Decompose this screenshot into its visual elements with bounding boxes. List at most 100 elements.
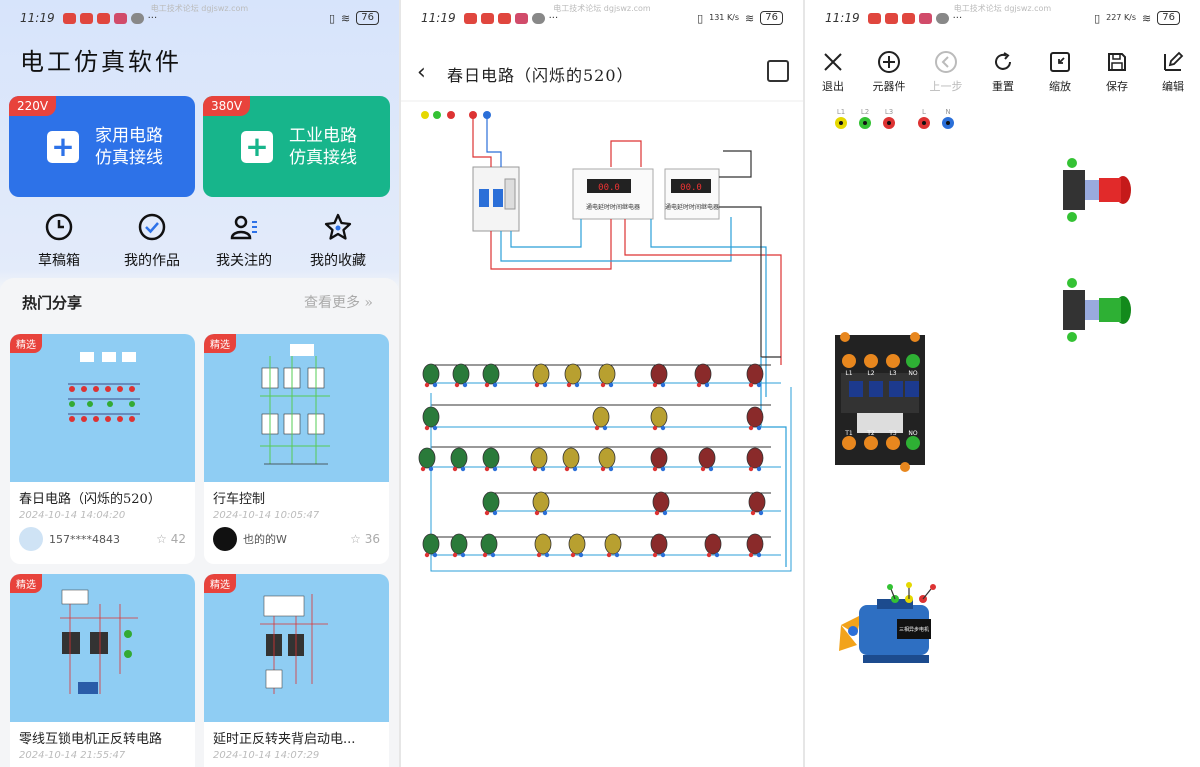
- led-lamp[interactable]: [650, 406, 668, 428]
- led-lamp[interactable]: [532, 491, 550, 513]
- components-button[interactable]: 元器件: [861, 50, 917, 94]
- industrial-circuit-button[interactable]: 380V + 工业电路 仿真接线: [203, 96, 390, 197]
- led-lamp[interactable]: [534, 533, 552, 555]
- led-terminal[interactable]: [566, 382, 572, 388]
- following-button[interactable]: 我关注的: [204, 212, 284, 270]
- led-lamp[interactable]: [422, 533, 440, 555]
- led-terminal[interactable]: [462, 382, 468, 388]
- led-terminal[interactable]: [700, 466, 706, 472]
- led-terminal[interactable]: [492, 510, 498, 516]
- led-terminal[interactable]: [748, 466, 754, 472]
- led-terminal[interactable]: [602, 425, 608, 431]
- led-terminal[interactable]: [534, 382, 540, 388]
- led-lamp[interactable]: [568, 533, 586, 555]
- led-lamp[interactable]: [652, 491, 670, 513]
- led-terminal[interactable]: [756, 466, 762, 472]
- led-terminal[interactable]: [704, 382, 710, 388]
- terminal[interactable]: [421, 111, 429, 119]
- led-terminal[interactable]: [600, 382, 606, 388]
- led-lamp[interactable]: [450, 533, 468, 555]
- reset-button[interactable]: 重置: [975, 50, 1031, 94]
- led-terminal[interactable]: [748, 425, 754, 431]
- led-array[interactable]: [418, 363, 792, 572]
- led-terminal[interactable]: [424, 552, 430, 558]
- led-terminal[interactable]: [758, 510, 764, 516]
- led-terminal[interactable]: [652, 552, 658, 558]
- share-card[interactable]: 精选 行车控制 2024-10-14 10:05:47 也的的W ☆ 36: [204, 334, 389, 564]
- contactor[interactable]: L1 L2 L3 NO T1 T2 T3 NO: [835, 332, 925, 472]
- led-lamp[interactable]: [746, 533, 764, 555]
- my-works-button[interactable]: 我的作品: [112, 212, 192, 270]
- led-lamp[interactable]: [422, 363, 440, 385]
- led-lamp[interactable]: [452, 363, 470, 385]
- led-terminal[interactable]: [484, 466, 490, 472]
- led-terminal[interactable]: [652, 466, 658, 472]
- led-terminal[interactable]: [660, 382, 666, 388]
- led-terminal[interactable]: [594, 425, 600, 431]
- led-terminal[interactable]: [572, 466, 578, 472]
- favorites-button[interactable]: 我的收藏: [298, 212, 378, 270]
- led-lamp[interactable]: [562, 447, 580, 469]
- led-terminal[interactable]: [544, 552, 550, 558]
- drafts-button[interactable]: 草稿箱: [19, 212, 99, 270]
- circuit-canvas[interactable]: 00.0 通电延时时间继电器 00.0 通电延时时间继电器: [401, 97, 803, 767]
- share-card[interactable]: 精选 延时正反转夹背启动电... 2024-10-14 14:07:29: [204, 574, 389, 767]
- led-lamp[interactable]: [564, 363, 582, 385]
- led-lamp[interactable]: [422, 406, 440, 428]
- led-terminal[interactable]: [454, 382, 460, 388]
- led-terminal[interactable]: [750, 510, 756, 516]
- led-terminal[interactable]: [614, 552, 620, 558]
- led-lamp[interactable]: [480, 533, 498, 555]
- led-lamp[interactable]: [450, 447, 468, 469]
- led-terminal[interactable]: [608, 382, 614, 388]
- edit-button[interactable]: 编辑: [1145, 50, 1200, 94]
- led-terminal[interactable]: [652, 425, 658, 431]
- home-circuit-button[interactable]: 220V + 家用电路 仿真接线: [9, 96, 195, 197]
- led-terminal[interactable]: [432, 425, 438, 431]
- push-button-red[interactable]: [1063, 158, 1131, 222]
- led-terminal[interactable]: [484, 382, 490, 388]
- led-terminal[interactable]: [708, 466, 714, 472]
- led-terminal[interactable]: [748, 382, 754, 388]
- terminal[interactable]: [433, 111, 441, 119]
- led-terminal[interactable]: [452, 466, 458, 472]
- led-lamp[interactable]: [532, 363, 550, 385]
- led-lamp[interactable]: [650, 363, 668, 385]
- star-count[interactable]: ☆ 36: [350, 532, 380, 546]
- save-button[interactable]: 保存: [1089, 50, 1145, 94]
- led-lamp[interactable]: [704, 533, 722, 555]
- led-terminal[interactable]: [652, 382, 658, 388]
- time-relay-left[interactable]: 00.0 通电延时时间继电器: [572, 168, 654, 220]
- led-lamp[interactable]: [746, 406, 764, 428]
- led-terminal[interactable]: [714, 552, 720, 558]
- led-terminal[interactable]: [570, 552, 576, 558]
- back-icon[interactable]: ‹: [417, 60, 426, 85]
- led-terminal[interactable]: [660, 552, 666, 558]
- shrink-icon[interactable]: [767, 60, 789, 82]
- led-lamp[interactable]: [650, 447, 668, 469]
- led-terminal[interactable]: [424, 425, 430, 431]
- three-phase-motor[interactable]: 三相异步电机: [839, 582, 936, 663]
- led-terminal[interactable]: [492, 382, 498, 388]
- led-terminal[interactable]: [460, 552, 466, 558]
- led-terminal[interactable]: [534, 510, 540, 516]
- see-more-link[interactable]: 查看更多 »: [303, 295, 373, 311]
- led-terminal[interactable]: [484, 510, 490, 516]
- led-terminal[interactable]: [600, 466, 606, 472]
- led-lamp[interactable]: [482, 447, 500, 469]
- led-terminal[interactable]: [706, 552, 712, 558]
- led-terminal[interactable]: [654, 510, 660, 516]
- undo-button[interactable]: 上一步: [918, 50, 974, 94]
- led-terminal[interactable]: [696, 382, 702, 388]
- led-terminal[interactable]: [542, 382, 548, 388]
- led-lamp[interactable]: [698, 447, 716, 469]
- time-relay-right[interactable]: 00.0 通电延时时间继电器: [664, 168, 720, 220]
- led-terminal[interactable]: [660, 425, 666, 431]
- star-count[interactable]: ☆ 42: [156, 532, 186, 546]
- exit-button[interactable]: 退出: [805, 50, 861, 94]
- led-lamp[interactable]: [598, 447, 616, 469]
- terminal[interactable]: [447, 111, 455, 119]
- led-terminal[interactable]: [542, 510, 548, 516]
- led-lamp[interactable]: [604, 533, 622, 555]
- led-lamp[interactable]: [748, 491, 766, 513]
